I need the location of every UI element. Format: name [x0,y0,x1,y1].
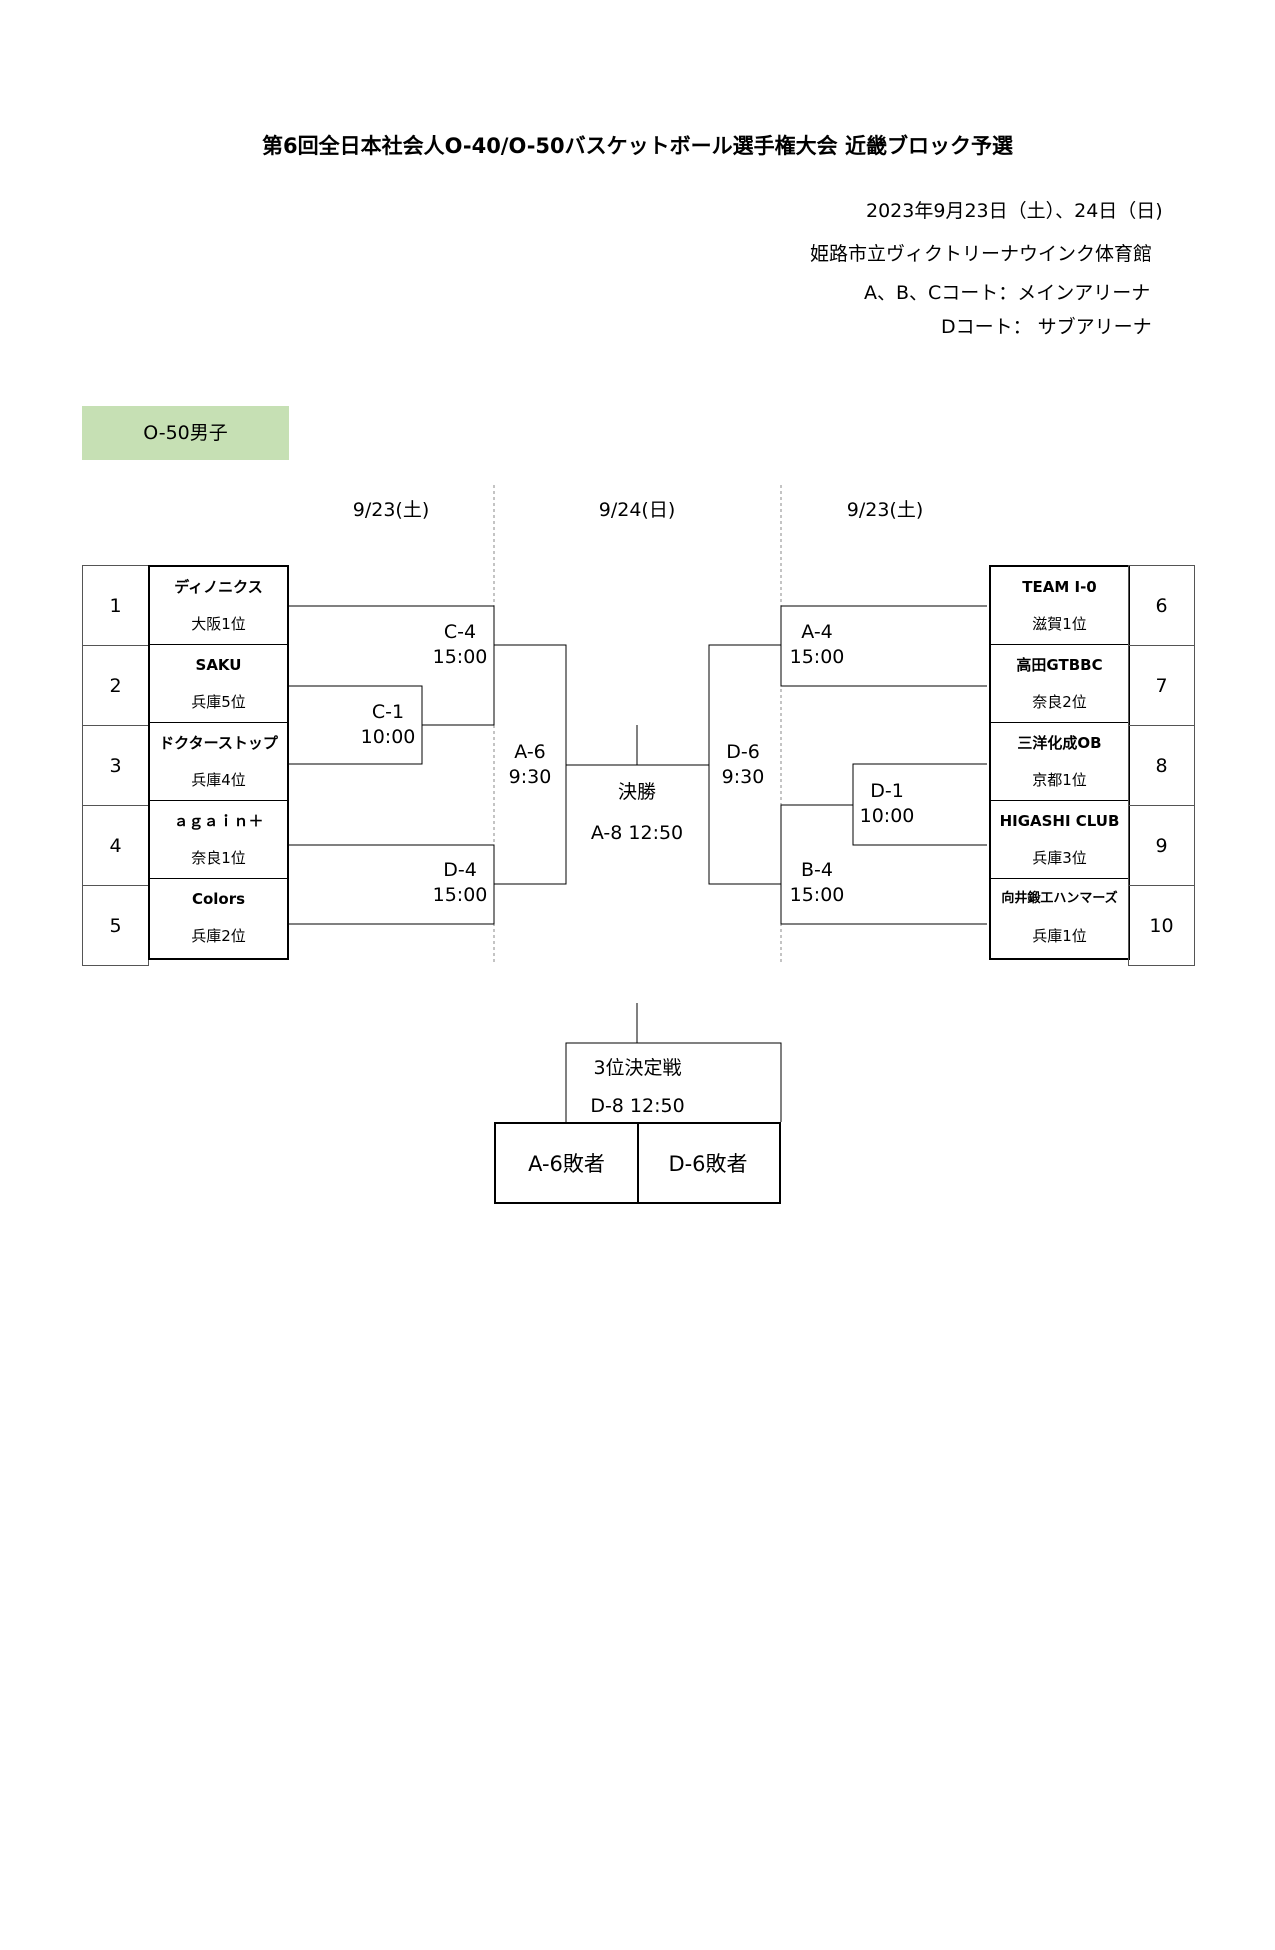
game-time: 15:00 [789,884,845,906]
team-entry: SAKU 兵庫5位 [150,645,287,723]
team-entry: 三洋化成OB 京都1位 [991,723,1128,801]
seed-number: 3 [82,726,149,806]
team-prefecture: 奈良1位 [191,849,246,867]
team-prefecture: 兵庫1位 [1032,927,1087,945]
third-place-code-time: D-8 12:50 [590,1095,685,1117]
team-prefecture: 大阪1位 [191,615,246,633]
game-time: 15:00 [432,646,488,668]
game-code: A-4 [801,621,833,643]
team-prefecture: 兵庫4位 [191,771,246,789]
team-name: SAKU [195,656,242,674]
seed-number: 4 [82,806,149,886]
team-entry: ａｇａｉｎ＋ 奈良1位 [150,801,287,879]
game-time: 9:30 [508,766,552,788]
date-header-right: 9/23(土) [846,499,924,521]
right-seed-column: 6 7 8 9 10 [1128,565,1195,966]
game-c4: C-4 15:00 [430,620,490,670]
team-prefecture: 兵庫5位 [191,693,246,711]
team-prefecture: 兵庫3位 [1032,849,1087,867]
team-prefecture: 奈良2位 [1032,693,1087,711]
team-prefecture: 京都1位 [1032,771,1087,789]
game-time: 15:00 [789,646,845,668]
team-prefecture: 滋賀1位 [1032,615,1087,633]
team-name: HIGASHI CLUB [999,812,1120,830]
game-a4: A-4 15:00 [787,620,847,670]
final-code-time: A-8 12:50 [590,822,684,844]
seed-number: 9 [1128,806,1195,886]
game-code: B-4 [801,859,833,881]
page-title: 第6回全日本社会人O-40/O-50バスケットボール選手権大会 近畿ブロック予選 [262,134,1013,158]
date-header-center: 9/24(日) [598,499,676,521]
team-entry: 向井鍛工ハンマーズ 兵庫1位 [991,879,1128,958]
team-name: 向井鍛工ハンマーズ [1001,891,1118,906]
game-code: D-4 [443,859,477,881]
game-code: A-6 [514,741,546,763]
left-seed-column: 1 2 3 4 5 [82,565,149,966]
seed-number: 6 [1128,565,1195,646]
team-entry: Colors 兵庫2位 [150,879,287,958]
game-code: D-6 [726,741,760,763]
final-label: 決勝 [617,781,656,803]
seed-number: 5 [82,886,149,966]
third-place-label: 3位決定戦 [593,1057,682,1079]
game-d4: D-4 15:00 [430,858,490,908]
team-name: 高田GTBBC [1016,656,1103,674]
seed-number: 10 [1128,886,1195,966]
team-name: 三洋化成OB [1017,734,1102,752]
game-d1: D-1 10:00 [857,779,917,829]
category-label: O-50男子 [82,406,289,460]
game-time: 15:00 [432,884,488,906]
third-place-game: 3位決定戦 D-8 12:50 [566,1049,709,1125]
game-a6: A-6 9:30 [500,740,560,790]
team-prefecture: 兵庫2位 [191,927,246,945]
final-game: 決勝 A-8 12:50 [577,772,697,854]
team-name: ディノニクス [174,578,263,596]
seed-number: 8 [1128,726,1195,806]
team-entry: HIGASHI CLUB 兵庫3位 [991,801,1128,879]
game-time: 9:30 [721,766,765,788]
seed-number: 2 [82,646,149,726]
game-d6: D-6 9:30 [713,740,773,790]
team-name: ドクターストップ [159,734,278,752]
team-entry: TEAM I-0 滋賀1位 [991,567,1128,645]
right-team-column: TEAM I-0 滋賀1位 高田GTBBC 奈良2位 三洋化成OB 京都1位 H… [989,565,1130,960]
game-c1: C-1 10:00 [358,700,418,750]
team-name: ａｇａｉｎ＋ [173,812,264,830]
third-place-left-team: A-6敗者 [494,1122,639,1204]
left-team-column: ディノニクス 大阪1位 SAKU 兵庫5位 ドクターストップ 兵庫4位 ａｇａｉ… [148,565,289,960]
team-entry: ディノニクス 大阪1位 [150,567,287,645]
team-name: Colors [191,890,246,908]
team-entry: ドクターストップ 兵庫4位 [150,723,287,801]
team-name: TEAM I-0 [1022,578,1097,596]
game-time: 10:00 [859,805,915,827]
date-header-left: 9/23(土) [352,499,430,521]
game-code: D-1 [870,780,904,802]
team-entry: 高田GTBBC 奈良2位 [991,645,1128,723]
game-code: C-4 [443,621,477,643]
game-time: 10:00 [360,726,416,748]
seed-number: 7 [1128,646,1195,726]
game-b4: B-4 15:00 [787,858,847,908]
third-place-right-team: D-6敗者 [637,1122,781,1204]
seed-number: 1 [82,565,149,646]
game-code: C-1 [371,701,405,723]
